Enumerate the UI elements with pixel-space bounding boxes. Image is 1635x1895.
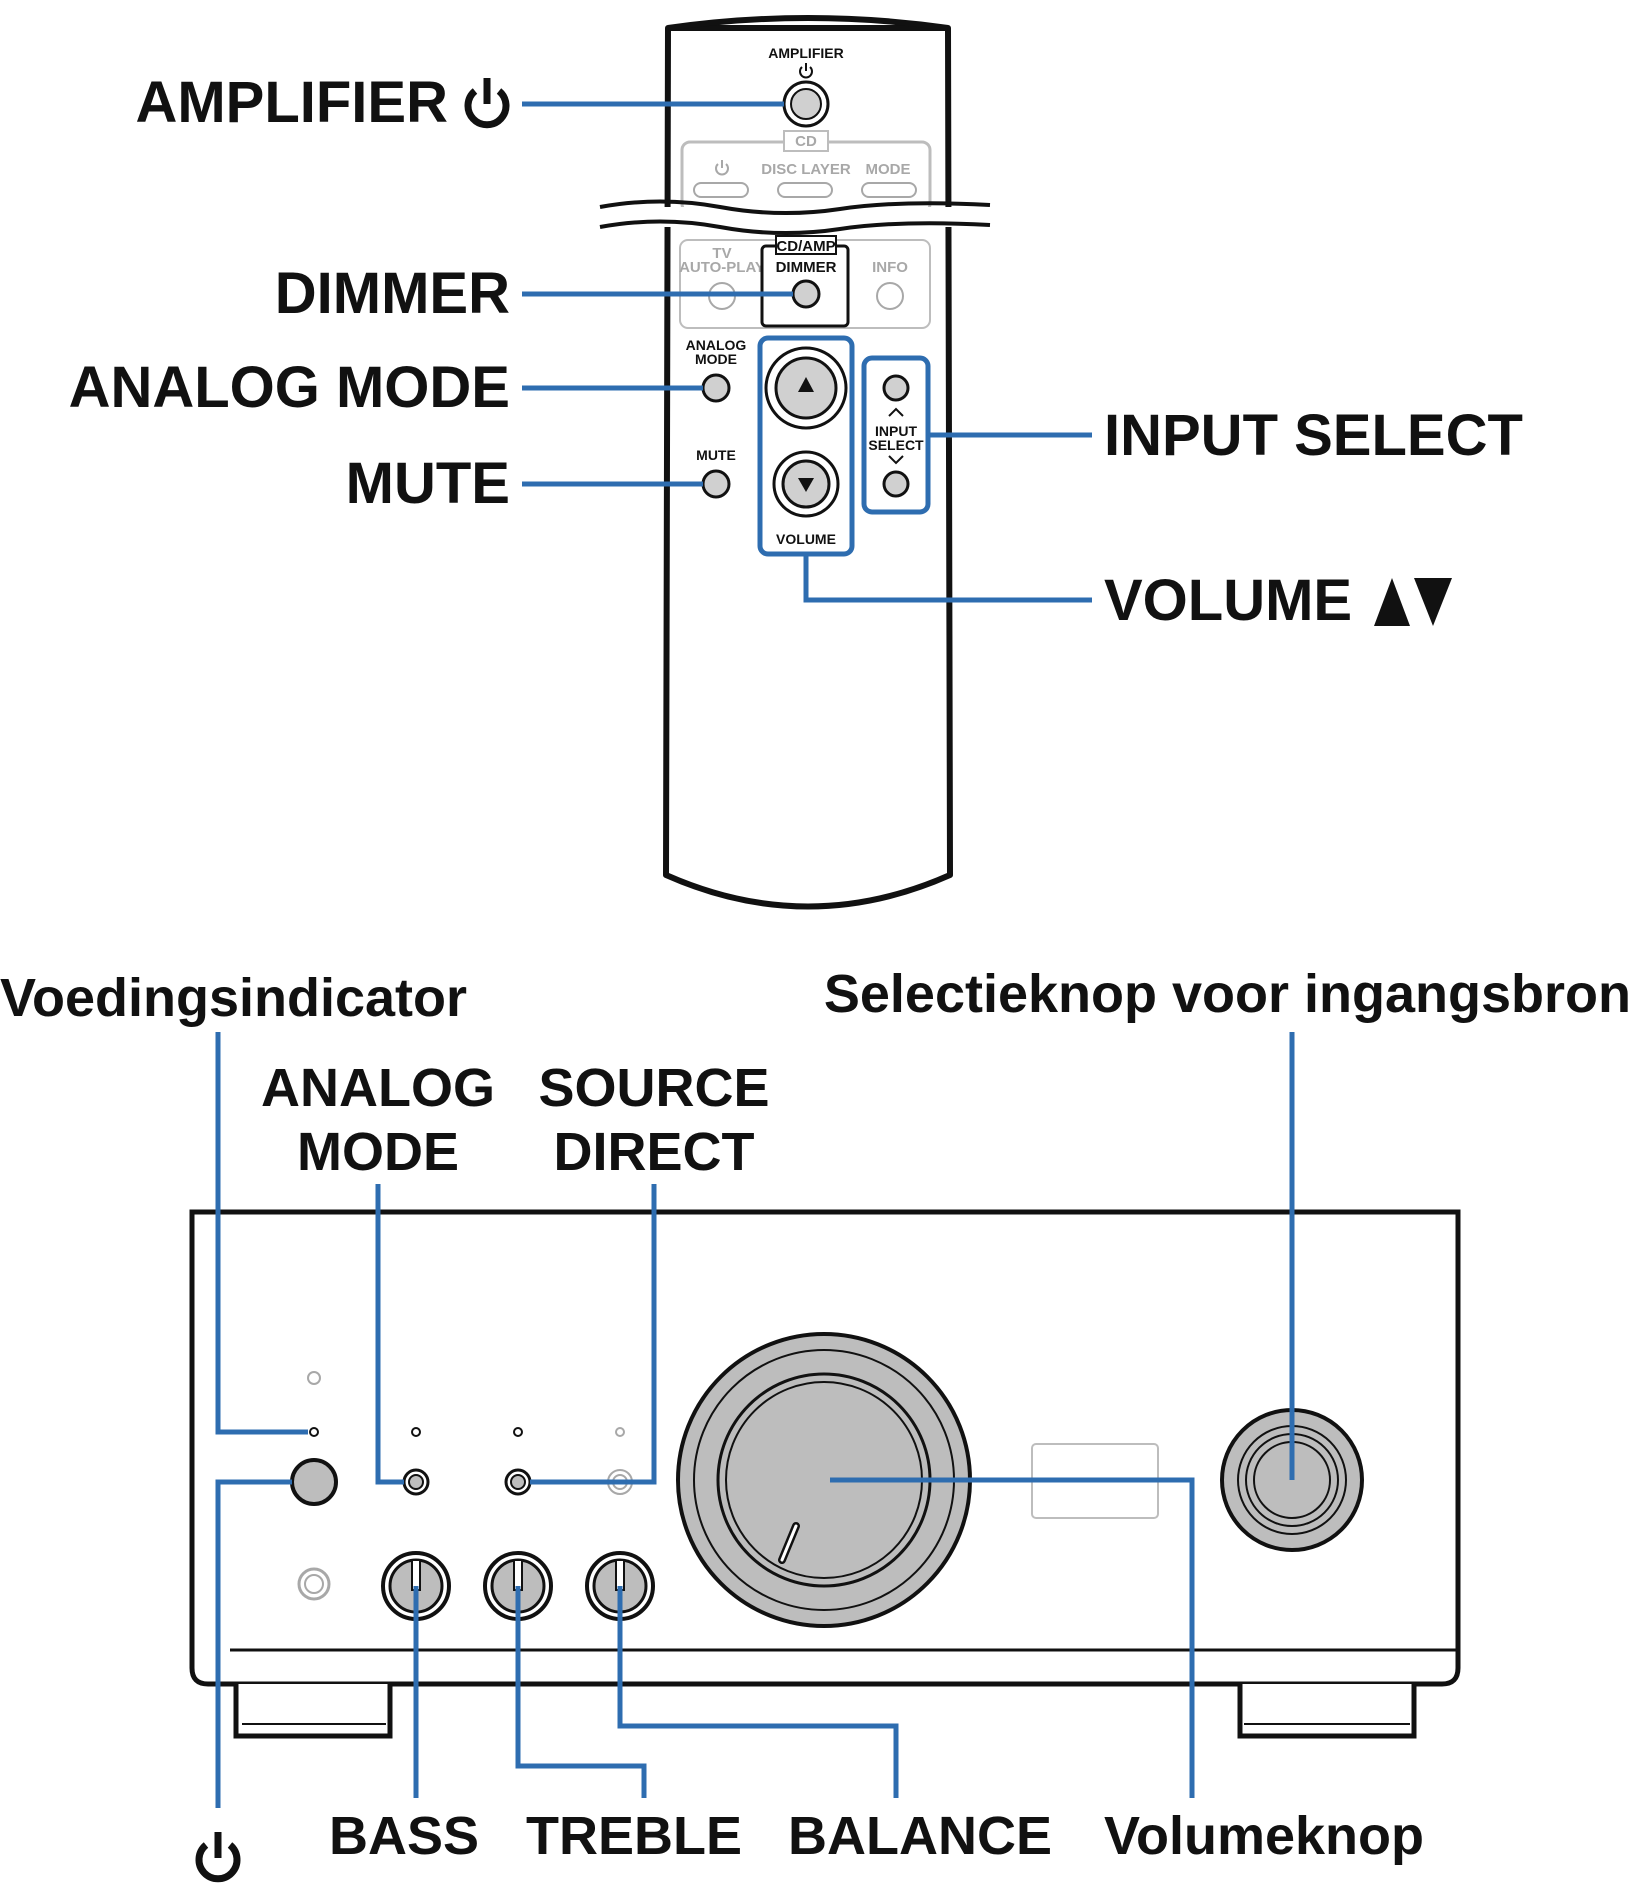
remote-dimmer-button[interactable] xyxy=(791,279,821,309)
volume-down-triangle-icon xyxy=(1414,578,1452,626)
callout-analog-mode: ANALOG MODE xyxy=(69,355,510,420)
remote-input-label-line1: INPUT xyxy=(875,423,917,439)
unit-leader-lines xyxy=(215,1032,1295,1808)
unit-foot-left xyxy=(233,1684,393,1739)
unit-analog-mode-button-face xyxy=(408,1474,424,1490)
remote-cd-power-button[interactable] xyxy=(693,182,749,198)
callout-bass: BASS xyxy=(329,1806,479,1866)
leader-volume-knob xyxy=(830,1477,1195,1798)
power-icon xyxy=(195,1832,241,1883)
remote-cd-label: CD xyxy=(795,133,817,150)
leader-analog-mode-unit xyxy=(375,1184,404,1485)
volume-up-arrow-icon xyxy=(798,377,814,392)
chevron-up-icon xyxy=(888,407,904,417)
remote-volume-label: VOLUME xyxy=(776,531,836,547)
callout-volume-knob: Volumeknop xyxy=(1104,1806,1424,1866)
faded-led xyxy=(615,1427,625,1437)
callout-source-line1: SOURCE xyxy=(538,1058,769,1118)
callout-analog-line2: MODE xyxy=(297,1122,459,1182)
source-direct-led xyxy=(513,1427,523,1437)
remote-disc-layer-label: DISC LAYER xyxy=(761,161,851,178)
leader-volume xyxy=(803,554,1092,603)
volume-up-triangle-icon xyxy=(1374,578,1410,626)
unit-foot-right xyxy=(1237,1684,1417,1739)
leader-balance xyxy=(617,1586,899,1798)
unit-source-direct-button-face xyxy=(510,1474,526,1490)
remote-mode-label: MODE xyxy=(866,161,911,178)
remote-info-button[interactable] xyxy=(876,282,904,310)
remote-mute-label: MUTE xyxy=(696,447,736,463)
remote-input-up-button[interactable] xyxy=(882,374,910,402)
remote-mode-button[interactable] xyxy=(861,182,917,198)
remote-break-line-bottom xyxy=(599,219,991,236)
remote-callouts: AMPLIFIER DIMMER ANALOG MODE MUTE INPUT … xyxy=(69,70,1523,633)
callout-mute: MUTE xyxy=(346,451,510,516)
callout-balance: BALANCE xyxy=(788,1806,1052,1866)
analog-mode-led xyxy=(411,1427,421,1437)
remote-dimmer-label: DIMMER xyxy=(776,259,837,276)
callout-amplifier: AMPLIFIER xyxy=(135,70,448,135)
remote-amplifier-button-face xyxy=(790,88,822,120)
remote-leader-lines xyxy=(522,101,1092,603)
leader-source-direct xyxy=(530,1184,657,1485)
remote-cd-power-icon xyxy=(715,160,729,176)
callout-input-select: INPUT SELECT xyxy=(1104,403,1523,468)
amplifier-unit xyxy=(189,1209,1461,1739)
volume-down-arrow-icon xyxy=(798,478,814,492)
remote-amplifier-label: AMPLIFIER xyxy=(768,45,843,61)
callout-treble: TREBLE xyxy=(526,1806,742,1866)
callout-input-selector: Selectieknop voor ingangsbron xyxy=(824,964,1631,1024)
volume-knob[interactable] xyxy=(676,1332,972,1628)
remote-input-label-line2: SELECT xyxy=(868,437,924,453)
leader-treble xyxy=(515,1586,647,1798)
remote-control: AMPLIFIER CD DISC LAYER MODE TV AUTO-PLA… xyxy=(599,15,1000,910)
power-indicator-led xyxy=(309,1427,319,1437)
remote-top-edge xyxy=(667,15,949,31)
remote-mute-button[interactable] xyxy=(701,469,731,499)
remote-break-line-top xyxy=(599,199,991,216)
remote-cd-tag xyxy=(783,130,829,152)
callout-volume: VOLUME xyxy=(1104,568,1352,633)
leader-power-button xyxy=(215,1479,292,1808)
remote-tv-label: TV xyxy=(712,245,731,262)
remote-info-label: INFO xyxy=(872,259,908,276)
remote-analog-label-line2: MODE xyxy=(695,351,737,367)
power-icon xyxy=(464,78,510,129)
unit-faded-indicator xyxy=(307,1371,321,1385)
remote-cd-amp-tag xyxy=(775,235,837,255)
remote-disc-layer-button[interactable] xyxy=(777,182,833,198)
leader-power-indicator xyxy=(215,1032,308,1435)
chevron-down-icon xyxy=(888,455,904,465)
unit-callouts: Voedingsindicator Selectieknop voor inga… xyxy=(0,964,1631,1883)
callout-source-line2: DIRECT xyxy=(554,1122,755,1182)
callout-power-indicator: Voedingsindicator xyxy=(0,968,467,1028)
remote-amplifier-power-icon xyxy=(799,63,813,79)
remote-auto-play-label: AUTO-PLAY xyxy=(679,259,765,276)
remote-input-down-button[interactable] xyxy=(882,470,910,498)
callout-dimmer: DIMMER xyxy=(275,261,510,326)
remote-analog-label-line1: ANALOG xyxy=(686,337,747,353)
unit-power-button[interactable] xyxy=(290,1458,338,1506)
remote-analog-mode-button[interactable] xyxy=(701,373,731,403)
unit-headphone-jack-inner xyxy=(304,1574,324,1594)
remote-cd-amp-label: CD/AMP xyxy=(776,238,835,255)
callout-analog-line1: ANALOG xyxy=(261,1058,495,1118)
